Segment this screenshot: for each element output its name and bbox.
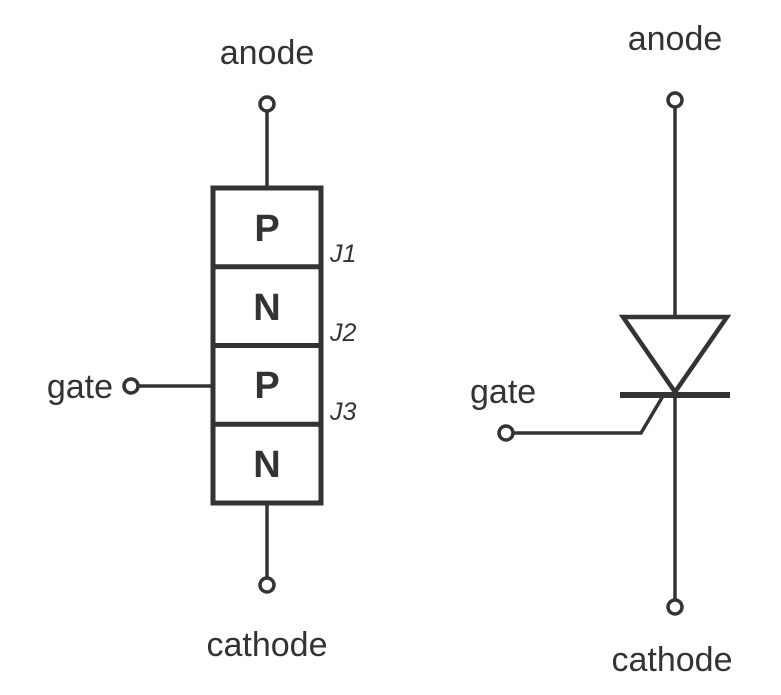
gate-label-left: gate [47, 368, 113, 406]
gate-lead-right [506, 395, 665, 435]
anode-label-right: anode [628, 20, 723, 58]
layer-label-n2: N [253, 444, 280, 486]
layer-label-p2: P [254, 365, 279, 407]
junction-label-j2: J2 [329, 319, 357, 347]
gate-label-right: gate [470, 373, 536, 411]
thyristor-symbol-diagram: anode cathode gate [470, 20, 733, 679]
junction-label-j3: J3 [329, 398, 357, 426]
layer-label-n1: N [253, 287, 280, 329]
anode-terminal-left [258, 95, 276, 113]
junction-label-j1: J1 [329, 240, 356, 268]
gate-terminal-right [497, 424, 515, 442]
cathode-terminal-left [258, 576, 276, 594]
cathode-terminal-right [666, 598, 684, 616]
anode-label-left: anode [220, 34, 315, 72]
pnpn-structure-diagram: anode P N P N J1 J2 J3 gate cathode [47, 34, 357, 664]
anode-terminal-right [666, 91, 684, 109]
cathode-label-left: cathode [207, 626, 328, 664]
layer-label-p1: P [254, 208, 279, 250]
gate-terminal-left [122, 377, 140, 395]
cathode-label-right: cathode [612, 641, 733, 679]
diode-triangle [618, 314, 732, 396]
